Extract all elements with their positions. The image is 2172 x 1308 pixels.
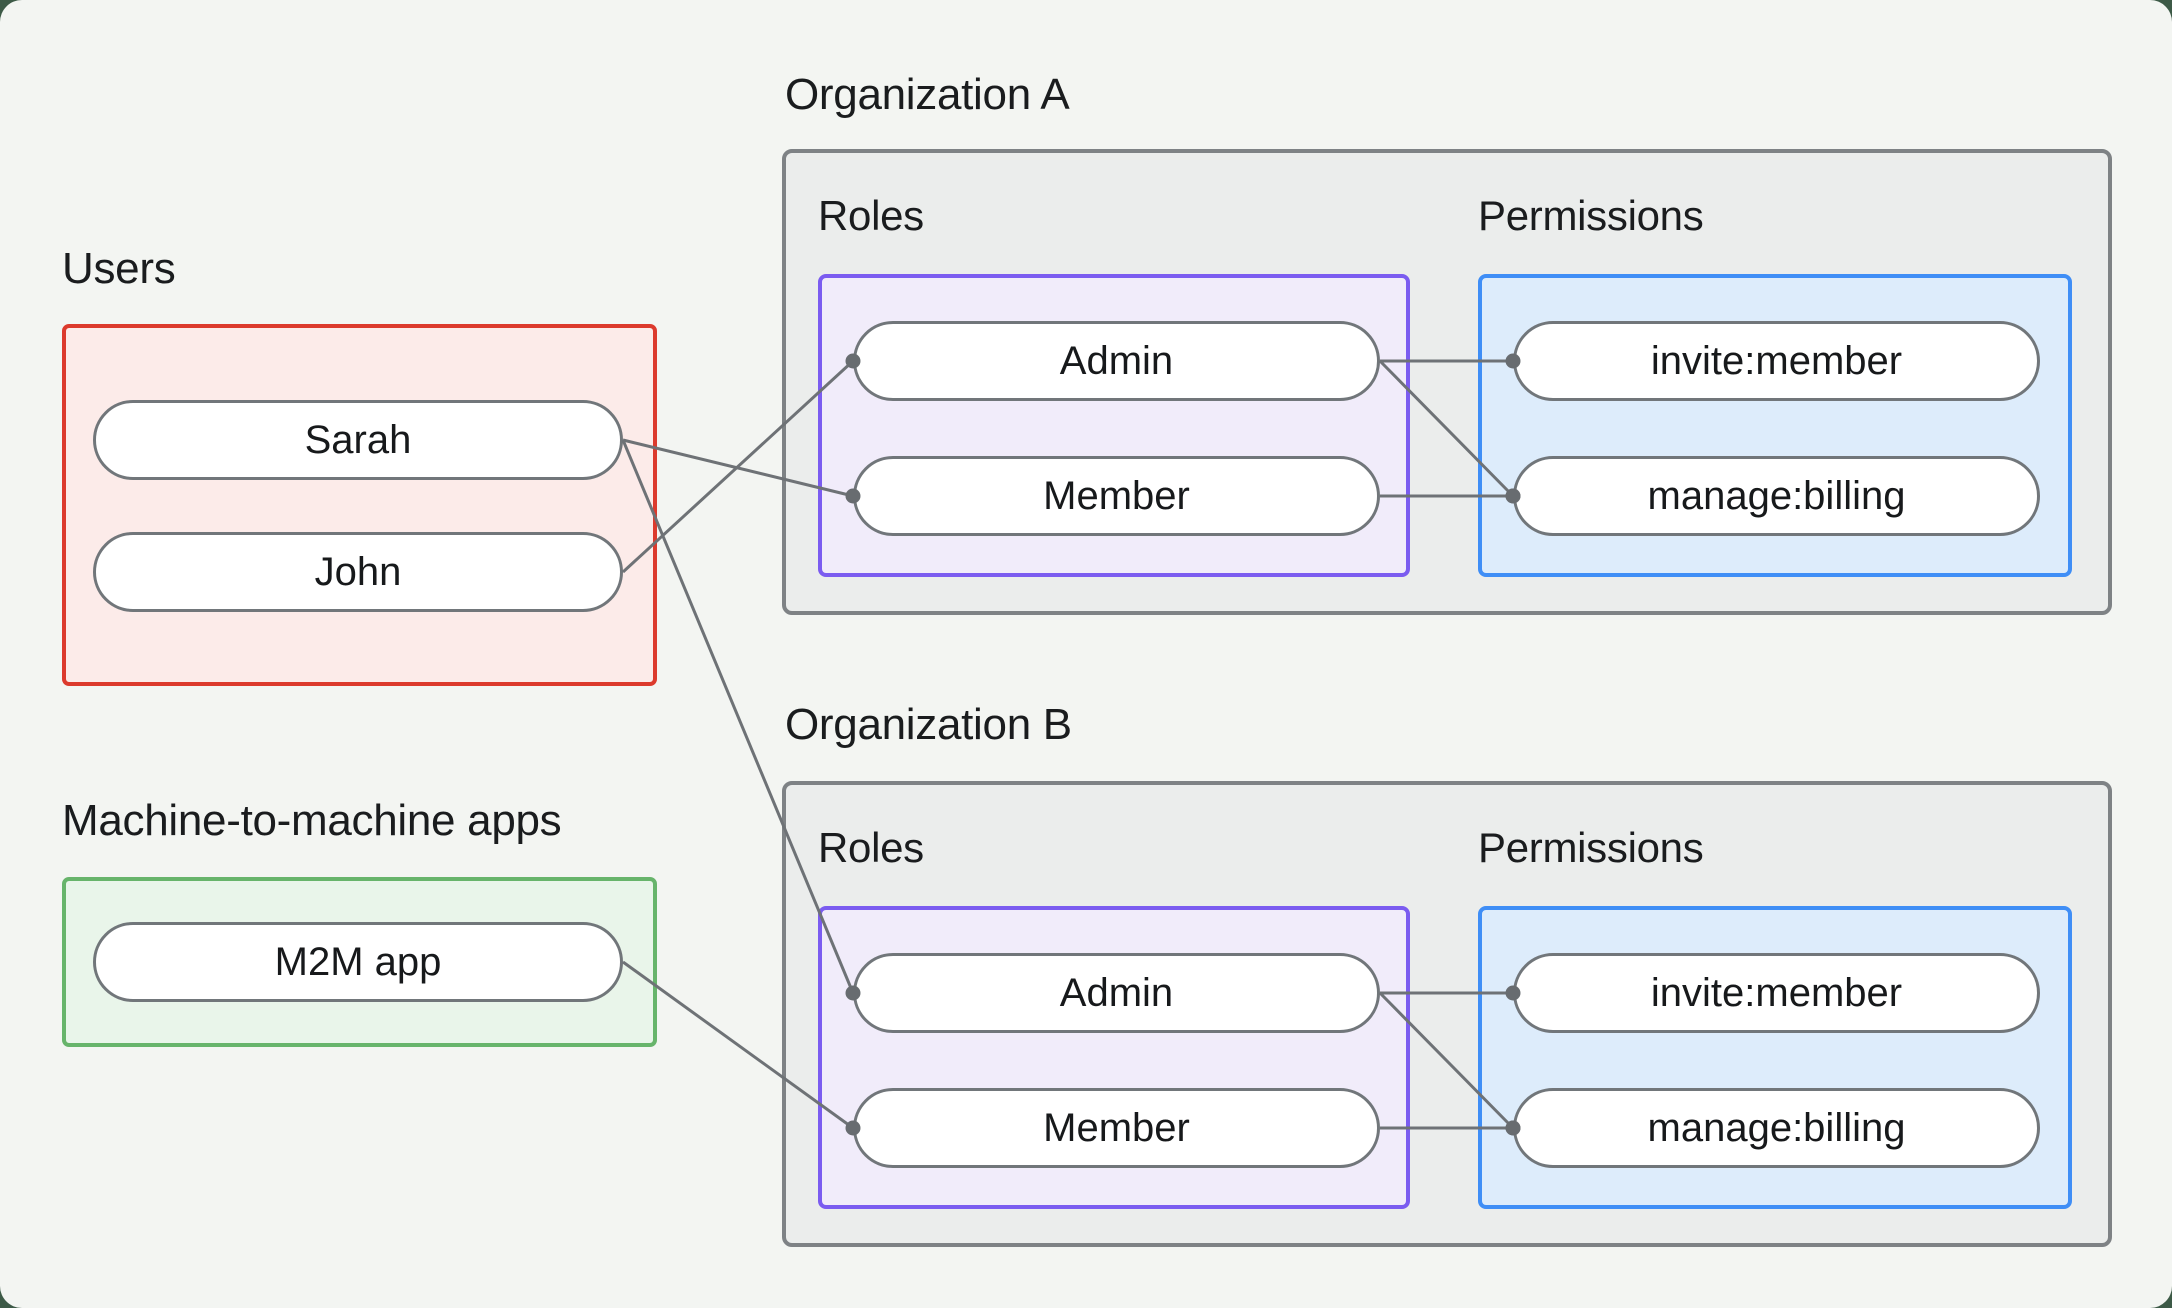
m2m-app-node: M2M app xyxy=(93,922,623,1002)
users-group-box xyxy=(62,324,657,686)
org-a-roles-label: Roles xyxy=(818,192,924,239)
org-b-permissions-label: Permissions xyxy=(1478,824,1704,871)
org-b-role-member: Member xyxy=(853,1088,1380,1168)
m2m-section-title: Machine-to-machine apps xyxy=(62,796,562,845)
org-a-title: Organization A xyxy=(785,70,1070,119)
org-b-role-admin: Admin xyxy=(853,953,1380,1033)
org-b-permission-manage-billing: manage:billing xyxy=(1513,1088,2040,1168)
org-a-role-admin: Admin xyxy=(853,321,1380,401)
org-b-title: Organization B xyxy=(785,700,1072,749)
org-a-permission-manage-billing: manage:billing xyxy=(1513,456,2040,536)
org-b-permission-invite-member: invite:member xyxy=(1513,953,2040,1033)
user-node-john: John xyxy=(93,532,623,612)
org-a-role-member: Member xyxy=(853,456,1380,536)
org-a-permission-invite-member: invite:member xyxy=(1513,321,2040,401)
org-a-permissions-label: Permissions xyxy=(1478,192,1704,239)
org-b-roles-label: Roles xyxy=(818,824,924,871)
user-node-sarah: Sarah xyxy=(93,400,623,480)
users-section-title: Users xyxy=(62,244,176,293)
